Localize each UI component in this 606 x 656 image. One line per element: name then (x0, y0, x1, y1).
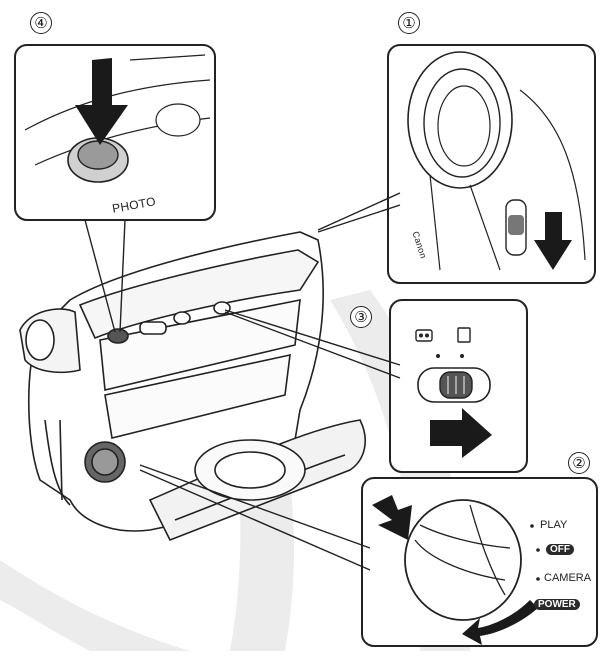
card-icon (457, 327, 471, 343)
dial-play-label: PLAY (540, 519, 568, 531)
panel-photo (14, 44, 216, 221)
dial-power-label: POWER (534, 599, 580, 610)
step-number-2: ② (568, 452, 590, 474)
tape-icon (415, 329, 433, 342)
turn-arrow-icon (462, 600, 538, 645)
panel-mode-switch (389, 299, 528, 473)
camcorder-body (19, 231, 366, 542)
panel-viewfinder (387, 44, 596, 284)
step-number-1: ① (398, 12, 420, 34)
slide-down-arrow-icon (534, 212, 572, 270)
dial-off-label: OFF (546, 544, 574, 555)
press-arrow-icon (75, 58, 128, 145)
step-number-4: ④ (30, 12, 52, 34)
panel-power-dial (361, 477, 598, 647)
push-arrow-icon (372, 495, 412, 540)
dial-camera-label: CAMERA (544, 572, 592, 584)
slide-right-arrow-icon (430, 408, 492, 458)
step-number-3: ③ (350, 306, 372, 328)
